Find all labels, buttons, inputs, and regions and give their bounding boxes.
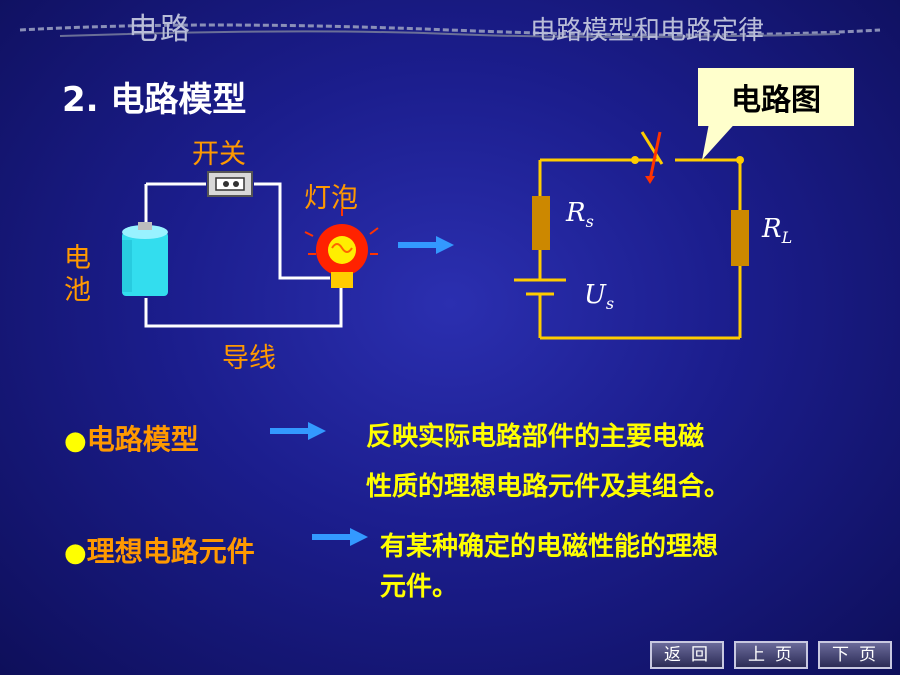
us-label: Us [584,280,615,314]
rs-label: Rs [566,198,594,232]
bullet-definition-line: 有某种确定的电磁性能的理想 [380,532,719,562]
callout-pointer [702,118,740,160]
physical-circuit [122,171,379,328]
bulb-label: 灯泡 [304,183,358,214]
header-subtitle: 电路模型和电路定律 [530,16,765,46]
bullet-definition-line: 性质的理想电路元件及其组合。 [366,472,731,502]
bullet-item: ●理想电路元件 [64,530,255,570]
prev-page-button[interactable]: 上页 [734,641,808,669]
bullet-term: 理想电路元件 [86,535,255,568]
switch-label: 开关 [192,139,246,170]
bullet-term: 电路模型 [86,423,199,456]
bullet-dot-icon: ● [64,426,87,456]
header-title: 电路 [128,12,192,47]
back-button[interactable]: 返回 [650,641,724,669]
bullet-dot-icon: ● [64,538,87,568]
circuit-schematic [514,131,749,340]
callout-label: 电路图 [698,68,854,126]
arrow-icon [312,528,368,546]
battery-label-1: 电 [64,243,91,274]
bullet-definition-line: 元件。 [380,572,459,602]
arrow-icon [398,236,454,254]
battery-label-2: 池 [64,275,91,306]
arrow-icon [270,422,326,440]
bullet-item: ●电路模型 [64,418,199,458]
next-page-button[interactable]: 下页 [818,641,892,669]
section-title: 2. 电路模型 [62,80,247,120]
wire-label: 导线 [222,343,276,374]
header-decoration [19,23,881,38]
bullet-definition-line: 反映实际电路部件的主要电磁 [366,422,705,452]
rl-label: RL [762,214,793,248]
bulb-icon [304,208,379,288]
